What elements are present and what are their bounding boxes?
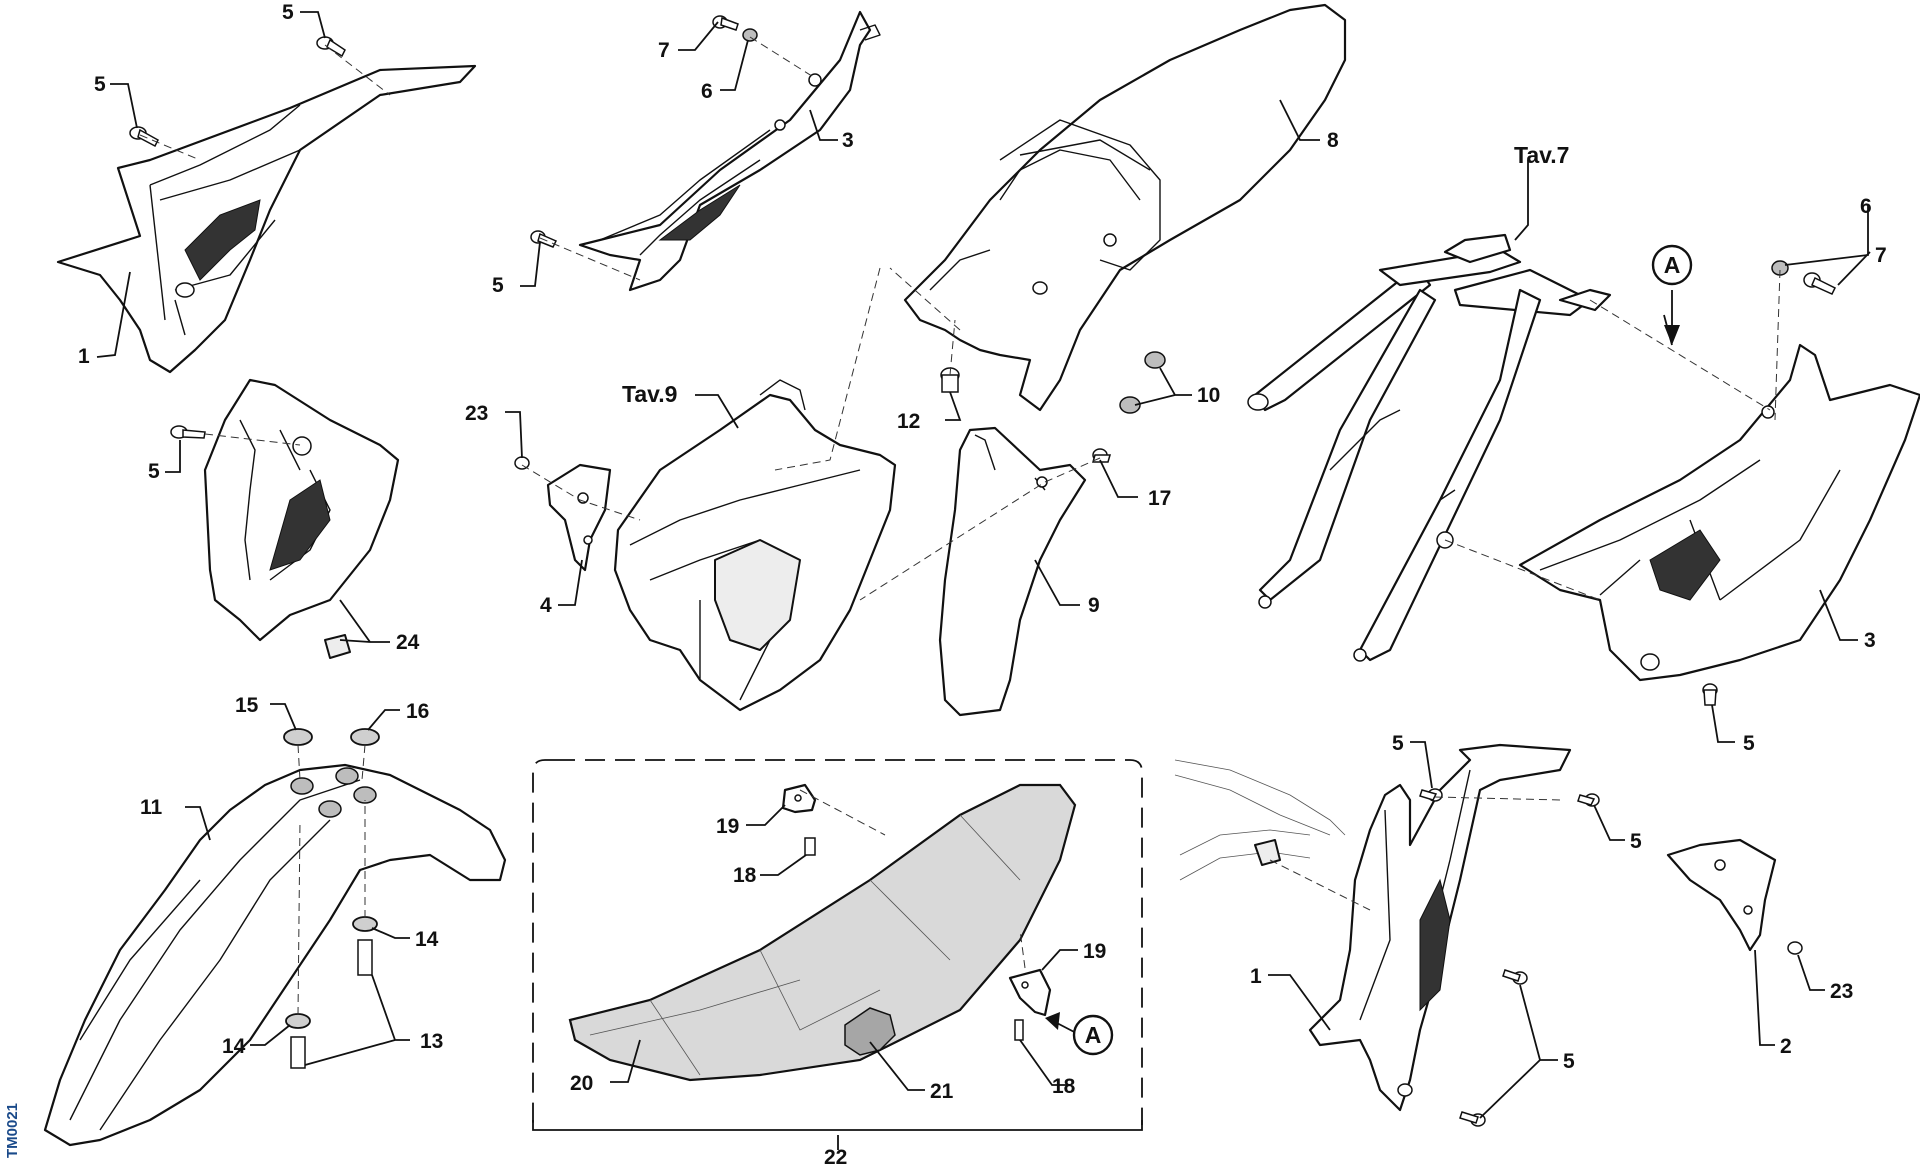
callout-1-bottom: 1 <box>1250 965 1262 988</box>
callout-13: 13 <box>420 1030 443 1053</box>
part-1-side-panel-bottom <box>1308 743 1572 1112</box>
callout-5-a: 5 <box>282 1 294 24</box>
frame-outline-sketch <box>1174 759 1346 881</box>
callout-19-b: 19 <box>1083 940 1106 963</box>
callout-14-b: 14 <box>222 1035 246 1058</box>
callout-16: 16 <box>406 700 429 723</box>
part-2-bracket <box>1666 838 1777 952</box>
callout-8: 8 <box>1327 129 1339 152</box>
part-8-rear-fender <box>903 3 1347 412</box>
part-3-side-cover-right <box>1518 343 1920 682</box>
tav7-subframe <box>1247 233 1612 662</box>
callout-18-b: 18 <box>1052 1075 1076 1098</box>
callout-20: 20 <box>570 1072 593 1095</box>
callout-5-b: 5 <box>94 73 106 96</box>
callout-4: 4 <box>540 594 552 617</box>
callout-9: 9 <box>1088 594 1100 617</box>
part-4-bracket <box>546 463 612 572</box>
part-11-front-fender <box>43 763 507 1147</box>
callout-1-top: 1 <box>78 345 90 368</box>
callout-11: 11 <box>140 796 163 819</box>
tav7-label: Tav.7 <box>1514 142 1569 168</box>
part-24-number-plate <box>203 378 400 659</box>
reference-a-top-label: A <box>1664 252 1681 278</box>
callout-6-right: 6 <box>1860 195 1872 218</box>
callout-5-f: 5 <box>1392 732 1404 755</box>
callout-14-a: 14 <box>415 928 439 951</box>
callout-2: 2 <box>1780 1035 1792 1058</box>
callout-17: 17 <box>1148 487 1171 510</box>
front-fender-hardware <box>283 728 380 1069</box>
tav9-airbox <box>613 379 897 712</box>
view-reference-a-top: A <box>1651 244 1693 286</box>
view-reference-a-seat: A <box>1072 1014 1114 1056</box>
part-3-radiator-shroud-top <box>578 10 881 292</box>
part-9-mudflap <box>938 426 1087 717</box>
reference-a-seat-label: A <box>1085 1022 1102 1048</box>
callout-21: 21 <box>930 1080 954 1103</box>
leader-lines <box>96 11 1871 1150</box>
callout-7-top: 7 <box>658 39 670 62</box>
seat-assembly-box <box>532 759 1143 1131</box>
callout-19-a: 19 <box>716 815 739 838</box>
callout-22: 22 <box>824 1146 847 1164</box>
callout-15: 15 <box>235 694 259 717</box>
drawing-code: TM0021 <box>4 1103 21 1158</box>
callout-5-h: 5 <box>1563 1050 1575 1073</box>
part-1-side-panel-left <box>56 64 477 374</box>
callout-5-g: 5 <box>1630 830 1642 853</box>
callout-3-right: 3 <box>1864 629 1876 652</box>
callout-7-right: 7 <box>1875 244 1887 267</box>
assembly-dash-lines <box>139 36 1781 1016</box>
callout-6-top: 6 <box>701 80 713 103</box>
callout-labels: 1 5 5 7 6 3 5 8 Tav.7 6 7 12 10 5 23 Tav… <box>78 1 1887 1164</box>
callout-10: 10 <box>1197 384 1220 407</box>
callout-24: 24 <box>396 631 420 654</box>
part-20-seat <box>568 783 1077 1082</box>
callout-23-bottom: 23 <box>1830 980 1853 1003</box>
callout-5-c: 5 <box>492 274 504 297</box>
tav9-label: Tav.9 <box>622 381 677 407</box>
callout-12: 12 <box>897 410 920 433</box>
callout-5-d: 5 <box>148 460 160 483</box>
callout-23-top: 23 <box>465 402 488 425</box>
callout-5-e: 5 <box>1743 732 1755 755</box>
part-19-seat-brackets <box>781 783 1052 1041</box>
callout-3-top: 3 <box>842 129 854 152</box>
callout-18-a: 18 <box>733 864 757 887</box>
